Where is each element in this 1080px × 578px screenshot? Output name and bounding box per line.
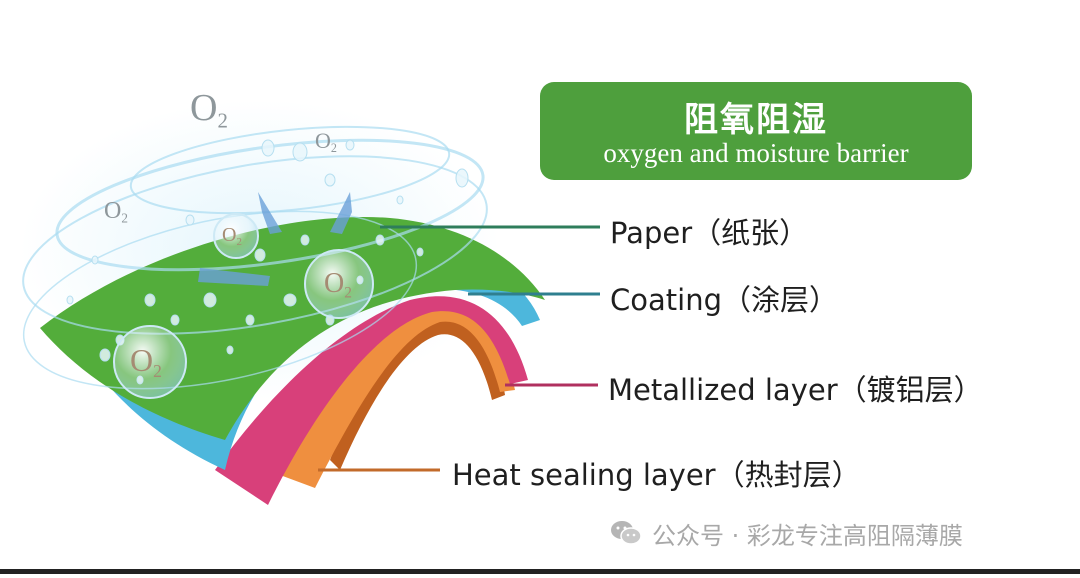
oxygen-label: O2: [315, 128, 337, 156]
paper-label: Paper（纸张）: [610, 216, 809, 250]
arrow-icon: [330, 192, 352, 234]
heat-sealing-label: Heat sealing layer（热封层）: [452, 458, 861, 492]
oxygen-bubbles: [113, 213, 374, 399]
arrow-icon: [198, 268, 270, 286]
watermark: 公众号 · 彩龙专注高阻隔薄膜: [610, 516, 963, 550]
title-chinese: 阻氧阻湿: [684, 100, 828, 140]
leader-lines: [318, 225, 600, 472]
bottom-border: [0, 569, 1080, 574]
heat-sealing-layer: [280, 298, 515, 488]
wechat-icon: [611, 521, 642, 545]
oxygen-label: O2: [130, 342, 162, 382]
oxygen-arrows: [198, 192, 352, 286]
oxygen-label: O2: [324, 268, 352, 302]
bubble: [113, 325, 187, 399]
oxygen-label: O2: [104, 198, 128, 226]
watermark-text: 公众号 · 彩龙专注高阻隔薄膜: [652, 521, 963, 550]
title-box: 阻氧阻湿 oxygen and moisture barrier: [540, 82, 972, 180]
title-english: oxygen and moisture barrier: [603, 138, 909, 168]
coating-label: Coating（涂层）: [610, 283, 838, 317]
oxygen-label: O2: [190, 87, 228, 133]
metallized-label: Metallized layer（镀铝层）: [608, 373, 983, 407]
bubble: [213, 213, 259, 259]
bubble: [304, 249, 374, 319]
arrow-icon: [258, 192, 282, 234]
metallized-layer: [215, 296, 528, 505]
oxygen-label: O2: [222, 224, 242, 248]
